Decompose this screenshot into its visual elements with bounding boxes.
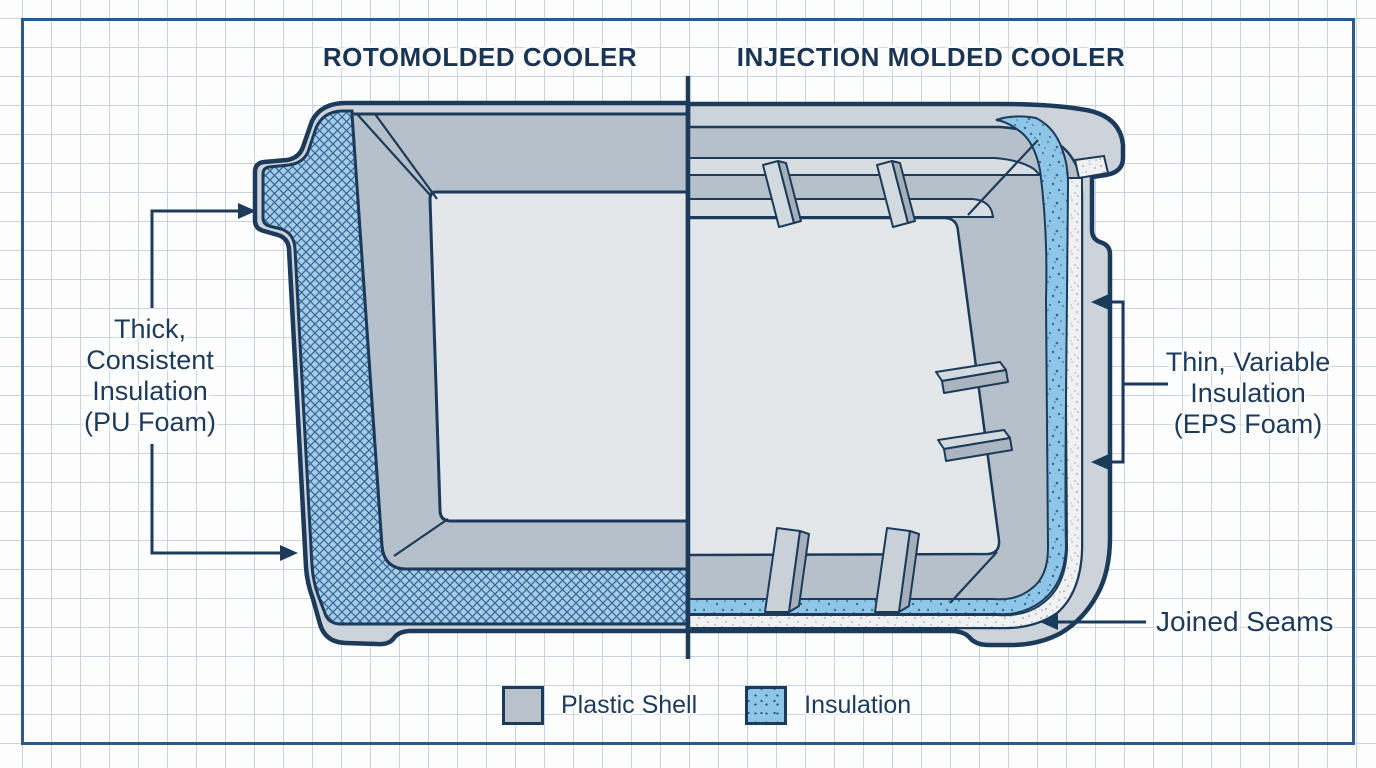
rotomolded-cross-section [252,100,691,647]
legend-label: Plastic Shell [561,691,698,719]
title-rotomolded: ROTOMOLDED COOLER [322,42,638,72]
inj-bevel-creases [949,139,1039,604]
label-thick-insulation: Thick, Consistent Insulation (PU Foam) [34,314,266,438]
inj-rim-ribs [762,160,916,228]
inj-interior-cavity [686,216,1001,557]
legend-item-plastic-shell: Plastic Shell [502,686,697,725]
label-line: Insulation [92,376,208,406]
inj-rim-ledge-light [687,198,995,218]
inj-insulation-eps-foam [687,115,1070,616]
title-injection-molded: INJECTION MOLDED COOLER [736,42,1126,72]
injection-cross-section [685,101,1126,648]
plastic-shell-swatch-icon [502,686,544,725]
inj-wall-ribs [935,361,1013,462]
legend-item-insulation: Insulation [745,686,911,725]
label-line: Insulation [1190,378,1306,408]
legend: Plastic Shell Insulation [502,686,911,725]
roto-interior-cavity [428,190,690,523]
inj-lid-seam-cap [1073,154,1110,180]
label-line: Thin, Variable [1165,347,1331,377]
roto-bevel-creases [356,113,449,557]
label-joined-seams: Joined Seams [1156,606,1334,637]
label-line: Thick, [113,314,186,344]
arrowheads [238,203,1109,630]
annotation-arrows [150,209,1168,624]
insulation-swatch-icon [745,686,788,725]
roto-insulation-pu-foam [261,109,690,626]
legend-label: Insulation [804,691,912,719]
inj-floor-ribs [764,527,920,613]
label-thin-insulation: Thin, Variable Insulation (EPS Foam) [1138,347,1358,440]
left-insulation-arrow-bottom [150,444,280,555]
right-insulation-bracket [1107,300,1168,464]
left-insulation-arrow-top [150,209,238,308]
label-line: (EPS Foam) [1173,409,1323,439]
label-line: Consistent [86,345,214,375]
label-line: (PU Foam) [83,407,216,437]
inj-rim-band-light [687,157,1043,176]
